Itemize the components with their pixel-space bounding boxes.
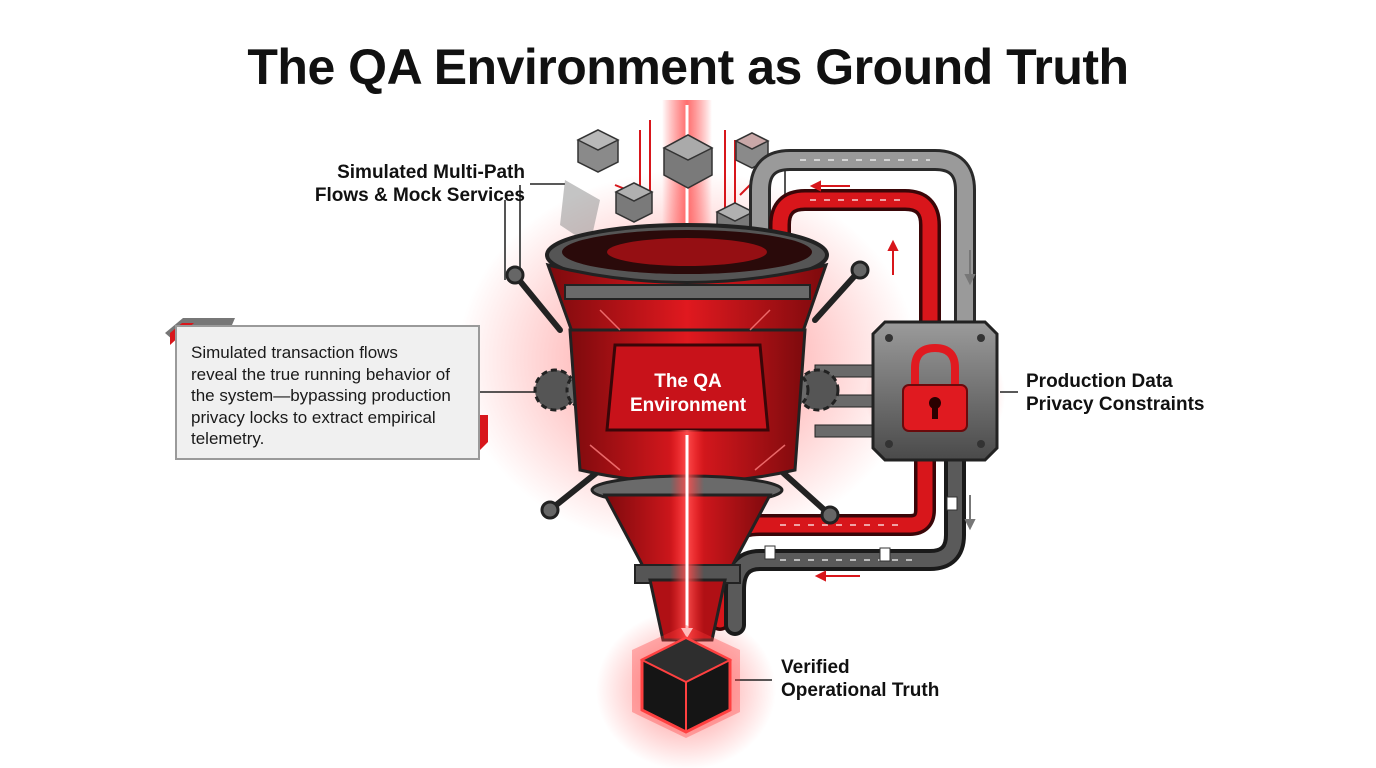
data-cube-icon	[614, 182, 654, 223]
data-cube-icon	[576, 129, 620, 173]
callout-box	[175, 325, 480, 460]
callout-text: Simulated transaction flows reveal the t…	[191, 342, 481, 450]
callout-line: reveal the true running behavior of	[191, 364, 450, 384]
label-line: Production Data	[1026, 371, 1173, 392]
simulated-flows-label: Simulated Multi-Path Flows & Mock Servic…	[290, 161, 525, 207]
operational-truth-label: Verified Operational Truth	[781, 656, 1001, 702]
core-label: The QA Environment	[610, 370, 766, 418]
label-line: Verified	[781, 657, 850, 678]
page-title: The QA Environment as Ground Truth	[247, 39, 1129, 95]
qa-environment-funnel	[545, 223, 829, 642]
callout-line: privacy locks to extract empirical	[191, 407, 436, 427]
label-line: Operational Truth	[781, 680, 940, 701]
label-line: Privacy Constraints	[1026, 394, 1205, 415]
label-line: Simulated Multi-Path	[337, 162, 525, 183]
callout-line: the system—bypassing production	[191, 386, 451, 405]
file-icon	[946, 496, 958, 511]
privacy-lock-box	[871, 320, 999, 462]
callout-line: Simulated transaction flows	[191, 343, 398, 362]
callout-line: telemetry.	[191, 429, 265, 448]
core-label-line: The QA	[654, 371, 722, 392]
file-icon	[879, 547, 891, 562]
black-cube-icon	[639, 636, 733, 734]
data-cube-icon	[734, 132, 770, 169]
core-label-line: Environment	[629, 395, 747, 416]
data-cube-icon	[662, 134, 714, 189]
padlock-icon	[902, 343, 968, 432]
privacy-constraints-label: Production Data Privacy Constraints	[1026, 370, 1266, 416]
label-line: Flows & Mock Services	[314, 185, 525, 206]
file-icon	[764, 545, 776, 560]
